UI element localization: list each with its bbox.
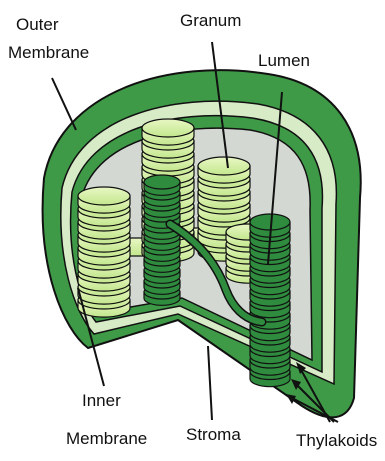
granum-left [78, 187, 130, 317]
label-outer-membrane-1: Outer [16, 15, 59, 34]
thylakoid-disc-top [142, 119, 194, 137]
leader-outer-membrane [52, 78, 76, 130]
label-inner-membrane-2: Membrane [66, 429, 147, 448]
label-lumen: Lumen [258, 51, 310, 70]
thylakoid-disc-top [144, 175, 180, 189]
label-thylakoids: Thylakoids [296, 431, 377, 450]
granum-front-dark [144, 175, 180, 305]
leader-stroma [208, 346, 212, 420]
thylakoid-disc-top [78, 187, 130, 205]
label-granum: Granum [180, 11, 241, 30]
label-inner-membrane-1: Inner [82, 391, 121, 410]
label-outer-membrane-2: Membrane [8, 43, 89, 62]
thylakoid-disc-top [198, 157, 250, 175]
label-stroma: Stroma [186, 425, 241, 444]
